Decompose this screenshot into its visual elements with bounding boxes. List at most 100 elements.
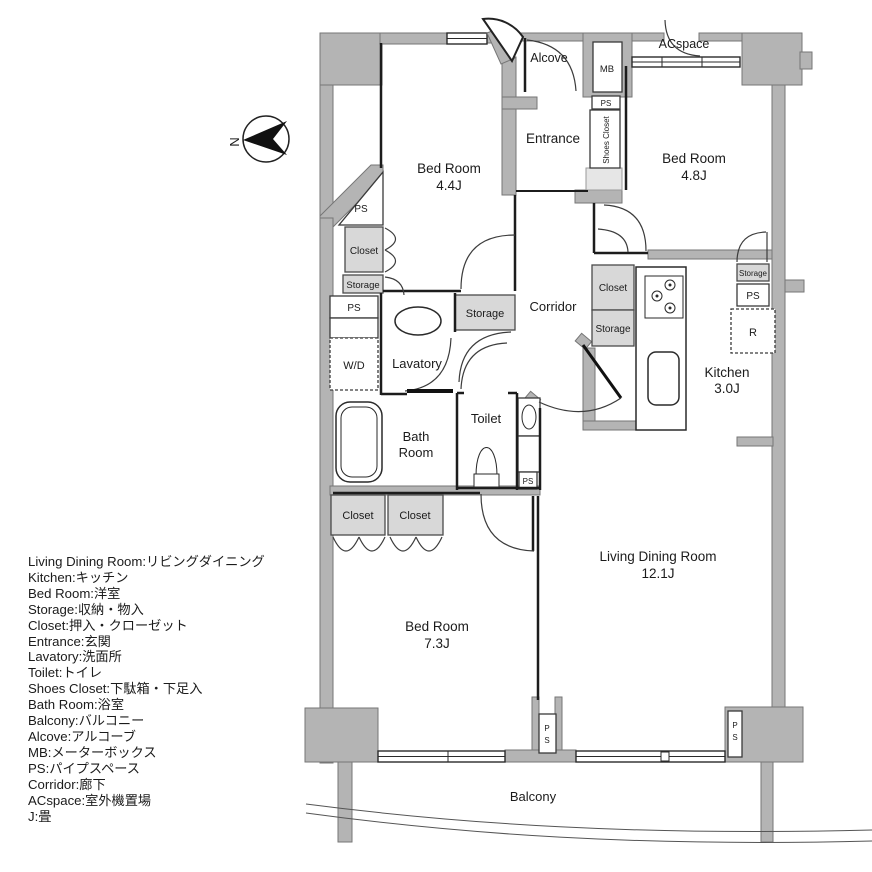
closet-box (387, 494, 444, 536)
folding-door (389, 536, 443, 552)
label-ps: PS (523, 477, 534, 486)
label-balcony: Balcony (510, 789, 557, 804)
interior-walls (333, 38, 648, 700)
balcony-post (337, 761, 353, 843)
legend-line: ACspace:室外機置場 (28, 792, 152, 808)
label-lavatory: Lavatory (392, 356, 442, 371)
label-ps: PS (601, 99, 612, 108)
door-arc (538, 397, 622, 413)
compass: N (227, 115, 290, 163)
legend-line: Shoes Closet:下駄箱・下足入 (28, 681, 203, 697)
washer-dryer-box (329, 337, 379, 391)
legend-line: Living Dining Room:リビングダイニング (28, 554, 265, 569)
storage-box (736, 263, 770, 282)
room-label-bed48: Bed Room (662, 151, 726, 166)
legend-line: Lavatory:洗面所 (28, 649, 122, 665)
legend-line: Bath Room:浴室 (28, 697, 125, 713)
storage-box (342, 274, 384, 294)
door-arc (460, 342, 508, 390)
toilet-tank (473, 473, 500, 488)
pipe-space-box (736, 283, 770, 307)
refrigerator-box (730, 308, 776, 354)
entrance-door-leaf (481, 17, 525, 64)
pipe-space-box (727, 710, 743, 758)
utility-box (517, 435, 541, 473)
legend-line: Bed Room:洋室 (28, 585, 121, 601)
compass-n-label: N (227, 137, 242, 146)
room-size-ldk: 12.1J (641, 566, 674, 581)
bathtub-inner (340, 406, 378, 478)
entrance-step (585, 167, 623, 191)
window-line (632, 57, 740, 67)
closet-box (344, 226, 384, 273)
wall (501, 56, 517, 196)
closet-box (591, 264, 635, 311)
door-arc (526, 39, 577, 92)
legend-line: Storage:収納・物入 (28, 601, 144, 617)
label-storage: Storage (466, 308, 505, 320)
kitchen-sink (647, 351, 680, 406)
wall-right (771, 84, 786, 708)
folding-door (384, 227, 397, 273)
doors (332, 17, 768, 552)
stove (644, 275, 684, 319)
window-line (378, 751, 505, 762)
label-closet: Closet (399, 510, 430, 522)
toilet-bowl (475, 447, 498, 477)
room-size-kitchen: 3.0J (714, 381, 740, 396)
north-arrow-icon (243, 121, 287, 155)
label-corridor: Corridor (530, 299, 578, 314)
wall-tab (799, 51, 813, 70)
legend-line: MB:メーターボックス (28, 744, 157, 760)
door-arc (460, 234, 516, 290)
legend-line: Entrance:玄関 (28, 633, 111, 649)
label-closet: Closet (342, 510, 373, 522)
label-ps: PS (347, 303, 361, 314)
lavatory-sink (394, 306, 442, 336)
label-alcove: Alcove (530, 51, 568, 65)
door-arc (597, 228, 629, 253)
room-label-kitchen: Kitchen (704, 365, 749, 380)
room-label-bath1: Bath (403, 429, 430, 444)
door-leaf (581, 344, 623, 399)
door-arc (603, 204, 647, 252)
label-storage: Storage (346, 280, 379, 291)
counter-box (329, 317, 379, 339)
wall-chamfer (574, 332, 593, 351)
burner-icon (668, 283, 672, 287)
legend-line: Kitchen:キッチン (28, 569, 129, 585)
wall-left (319, 84, 334, 219)
wall-stub (501, 96, 538, 110)
label-shoes-closet: Shoes Closet (602, 115, 611, 163)
wall-stub (736, 436, 774, 447)
legend: Living Dining Room:リビングダイニング Kitchen:キッチ… (28, 554, 265, 824)
balcony-edge (305, 812, 872, 843)
label-toilet: Toilet (471, 411, 502, 426)
meter-box (592, 41, 623, 93)
wall (647, 249, 773, 260)
room-label-bath2: Room (399, 445, 434, 460)
door-arc (664, 19, 701, 57)
wall (531, 696, 540, 751)
legend-line: Toilet:トイレ (28, 665, 103, 681)
storage-box (591, 309, 635, 347)
legend-line: J:畳 (28, 808, 52, 824)
legend-line: Alcove:アルコーブ (28, 728, 136, 744)
legend-line: Balcony:バルコニー (28, 713, 145, 729)
wall-stub (784, 279, 805, 293)
room-size-bed48: 4.8J (681, 168, 707, 183)
label-closet: Closet (599, 283, 628, 294)
label-closet: Closet (350, 246, 379, 257)
label-r: R (749, 327, 757, 339)
box-labels: MB W/D R PS PS PS PS PS P S P S Shoes Cl… (342, 64, 767, 745)
storage-boxes (330, 167, 770, 536)
label-storage: Storage (595, 324, 630, 335)
label-wd: W/D (343, 360, 364, 372)
pipe-space-triangle (337, 170, 384, 226)
door-arc (480, 493, 535, 552)
folding-door (332, 536, 386, 552)
legend-line: PS:パイプスペース (28, 760, 140, 776)
fixtures (335, 266, 687, 488)
label-ps-stacked-s: S (544, 736, 549, 745)
